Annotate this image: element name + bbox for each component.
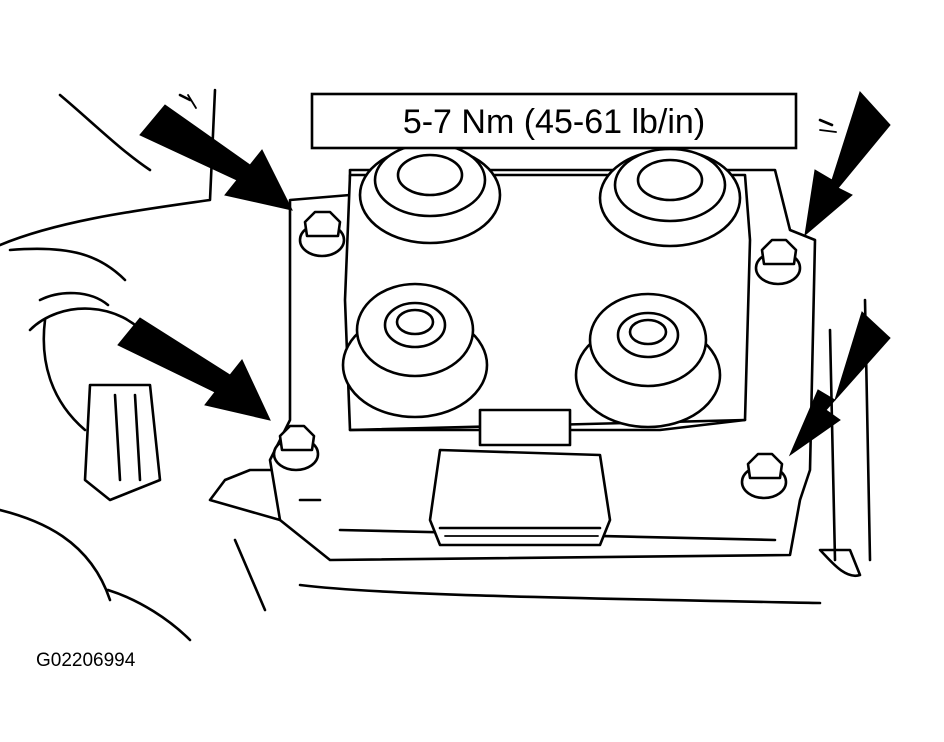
engine-outline: [0, 88, 872, 642]
bolt-3: [272, 424, 320, 472]
coil-tower-3: [341, 282, 489, 419]
torque-callout: 5-7 Nm (45-61 lb/in): [310, 92, 798, 150]
arrow-bolt-4: [788, 311, 891, 457]
coil-tower-4: [574, 292, 722, 429]
arrow-bolt-2: [804, 91, 891, 237]
coil-tower-1: [358, 142, 502, 245]
bolt-1: [298, 210, 346, 258]
arrow-bolt-3: [117, 317, 271, 421]
electrical-connector: [428, 448, 612, 547]
arrow-bolt-1: [139, 104, 293, 211]
bolt-2: [754, 238, 802, 286]
coil-tower-2: [598, 147, 742, 248]
figure-id: G02206994: [36, 650, 136, 671]
torque-label: 5-7 Nm (45-61 lb/in): [403, 103, 705, 141]
bolt-4: [740, 452, 788, 500]
